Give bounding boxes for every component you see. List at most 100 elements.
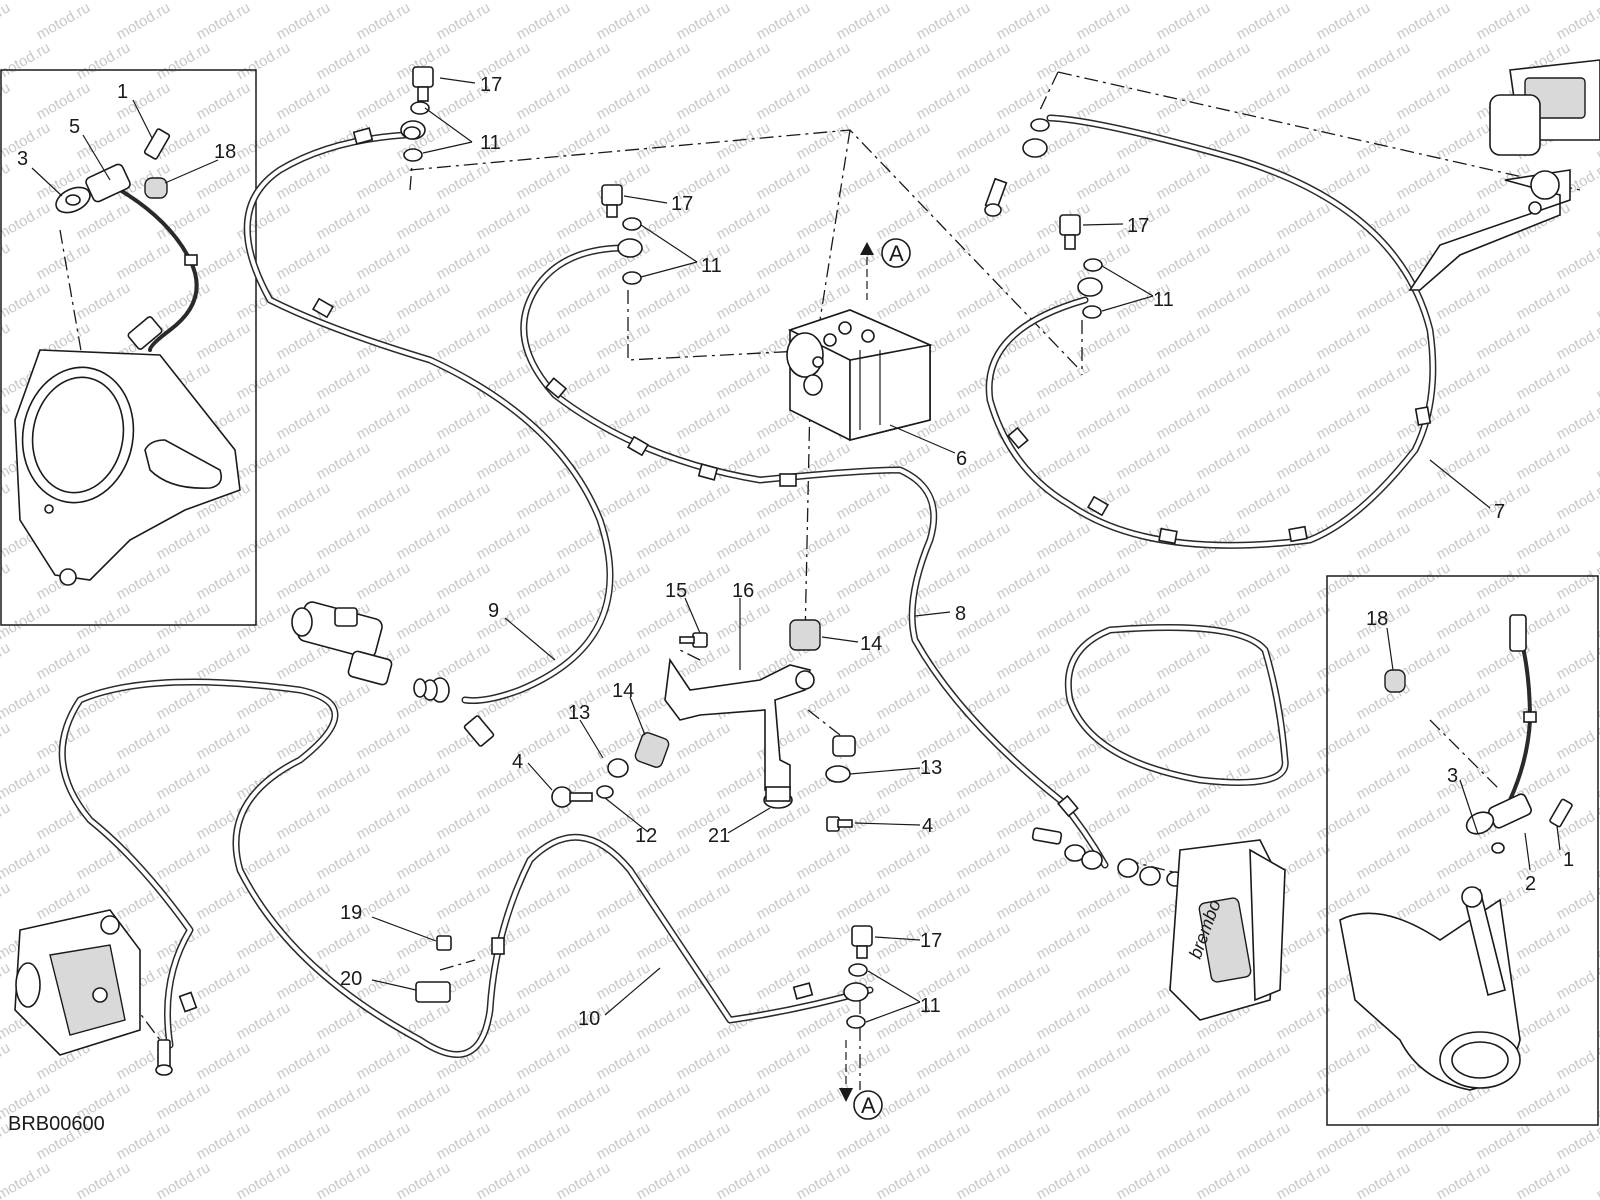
watermark-text: motod.ru: [1154, 1039, 1214, 1083]
watermark-text: motod.ru: [1514, 519, 1574, 563]
watermark-text: motod.ru: [1474, 1119, 1534, 1163]
watermark-text: motod.ru: [234, 1159, 294, 1200]
reference-arrows: [839, 238, 911, 1120]
watermark-text: motod.ru: [234, 39, 294, 83]
callout-16: 16: [732, 580, 754, 602]
watermark-text: motod.ru: [1514, 919, 1574, 963]
front-caliper: brembo: [1169, 839, 1286, 1021]
watermark-text: motod.ru: [1234, 559, 1294, 603]
watermark-text: motod.ru: [1434, 599, 1494, 643]
watermark-text: motod.ru: [594, 1119, 654, 1163]
watermark-text: motod.ru: [914, 1119, 974, 1163]
watermark-text: motod.ru: [274, 559, 334, 603]
watermark-text: motod.ru: [514, 879, 574, 923]
watermark-text: motod.ru: [1274, 39, 1334, 83]
callout-18: 18: [1366, 608, 1388, 630]
watermark-text: motod.ru: [74, 599, 134, 643]
watermark-text: motod.ru: [74, 1159, 134, 1200]
watermark-text: motod.ru: [954, 1079, 1014, 1123]
watermark-text: motod.ru: [1594, 599, 1600, 643]
watermark-text: motod.ru: [1154, 479, 1214, 523]
watermark-text: motod.ru: [34, 799, 94, 843]
watermark-text: motod.ru: [394, 839, 454, 883]
watermark-text: motod.ru: [634, 39, 694, 83]
watermark-text: motod.ru: [1594, 759, 1600, 803]
watermark-text: motod.ru: [1194, 199, 1254, 243]
watermark-text: motod.ru: [794, 919, 854, 963]
sensor-cable-left: [118, 188, 199, 352]
watermark-text: motod.ru: [0, 639, 13, 683]
watermark-text: motod.ru: [914, 159, 974, 203]
watermark-text: motod.ru: [834, 559, 894, 603]
watermark-text: motod.ru: [1394, 879, 1454, 923]
watermark-text: motod.ru: [114, 639, 174, 683]
watermark-text: motod.ru: [1354, 39, 1414, 83]
watermark-text: motod.ru: [1514, 1079, 1574, 1123]
watermark-text: motod.ru: [434, 239, 494, 283]
watermark-text: motod.ru: [394, 1159, 454, 1200]
watermark-text: motod.ru: [1314, 239, 1374, 283]
watermark-text: motod.ru: [1434, 679, 1494, 723]
watermark-text: motod.ru: [1154, 799, 1214, 843]
watermark-text: motod.ru: [714, 599, 774, 643]
watermark-text: motod.ru: [794, 199, 854, 243]
watermark-text: motod.ru: [954, 759, 1014, 803]
watermark-text: motod.ru: [154, 839, 214, 883]
watermark-text: motod.ru: [1554, 479, 1600, 523]
inset-frame-left: [0, 69, 257, 626]
watermark-text: motod.ru: [1194, 359, 1254, 403]
watermark-text: motod.ru: [1394, 719, 1454, 763]
inset-frame-right: [1326, 575, 1599, 1126]
watermark-text: motod.ru: [394, 519, 454, 563]
watermark-text: motod.ru: [1554, 959, 1600, 1003]
watermark-text: motod.ru: [634, 759, 694, 803]
watermark-text: motod.ru: [794, 119, 854, 163]
watermark-text: motod.ru: [634, 999, 694, 1043]
watermark-text: motod.ru: [794, 839, 854, 883]
watermark-text: motod.ru: [554, 1079, 614, 1123]
watermark-text: motod.ru: [1034, 599, 1094, 643]
watermark-text: motod.ru: [1394, 79, 1454, 123]
callout-11: 11: [480, 132, 501, 154]
watermark-text: motod.ru: [554, 279, 614, 323]
callout-14: 14: [612, 680, 634, 702]
watermark-text: motod.ru: [994, 639, 1054, 683]
watermark-text: motod.ru: [1594, 279, 1600, 323]
watermark-text: motod.ru: [1194, 1159, 1254, 1200]
watermark-text: motod.ru: [234, 519, 294, 563]
watermark-text: motod.ru: [754, 1039, 814, 1083]
watermark-text: motod.ru: [474, 359, 534, 403]
watermark-text: motod.ru: [594, 639, 654, 683]
watermark-text: motod.ru: [1074, 239, 1134, 283]
watermark-text: motod.ru: [514, 959, 574, 1003]
callout-9: 9: [488, 600, 499, 622]
watermark-text: motod.ru: [674, 79, 734, 123]
watermark-text: motod.ru: [1074, 1039, 1134, 1083]
watermark-text: motod.ru: [34, 639, 94, 683]
watermark-text: motod.ru: [0, 1159, 53, 1200]
watermark-text: motod.ru: [874, 1079, 934, 1123]
watermark-text: motod.ru: [594, 1039, 654, 1083]
watermark-text: motod.ru: [754, 719, 814, 763]
brake-hoses: [58, 114, 1532, 1059]
callout-17: 17: [920, 930, 942, 952]
watermark-text: motod.ru: [1594, 519, 1600, 563]
watermark-text: motod.ru: [34, 79, 94, 123]
watermark-text: motod.ru: [1274, 279, 1334, 323]
watermark-text: motod.ru: [1074, 879, 1134, 923]
watermark-text: motod.ru: [194, 719, 254, 763]
watermark-text: motod.ru: [594, 79, 654, 123]
watermark-text: motod.ru: [594, 0, 654, 43]
watermark-text: motod.ru: [0, 559, 13, 603]
callout-3: 3: [17, 148, 28, 170]
watermark-text: motod.ru: [314, 39, 374, 83]
watermark-text: motod.ru: [434, 399, 494, 443]
watermark-text: motod.ru: [674, 479, 734, 523]
watermark-text: motod.ru: [1554, 1039, 1600, 1083]
watermark-text: motod.ru: [834, 79, 894, 123]
watermark-text: motod.ru: [954, 679, 1014, 723]
watermark-text: motod.ru: [514, 79, 574, 123]
watermark-text: motod.ru: [1314, 399, 1374, 443]
watermark-text: motod.ru: [954, 999, 1014, 1043]
watermark-text: motod.ru: [554, 199, 614, 243]
